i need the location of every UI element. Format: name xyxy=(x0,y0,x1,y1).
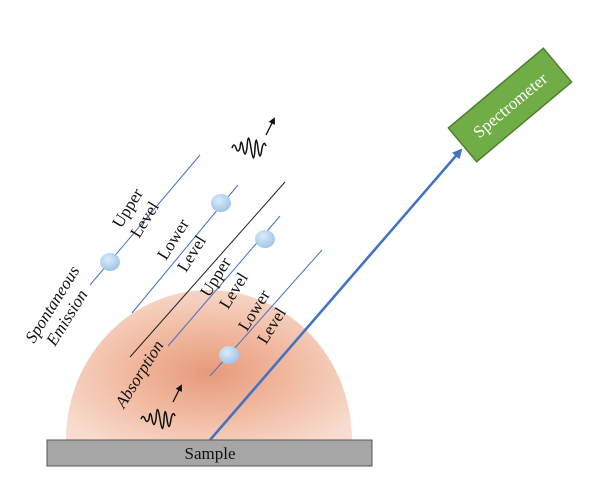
absorbed-photon-arrow-icon xyxy=(172,384,182,403)
electron-dot xyxy=(255,230,275,248)
sample-label: Sample xyxy=(185,444,236,463)
sample-bar xyxy=(46,439,373,467)
absorbed-photon-wave-icon xyxy=(140,408,176,430)
spectrometer-box: Spectrometer xyxy=(447,47,573,163)
divider-line xyxy=(129,181,286,358)
electron-dot xyxy=(219,346,239,364)
electron-dot xyxy=(100,253,120,271)
emitted-photon-arrow-icon xyxy=(265,117,275,136)
electron-dot xyxy=(211,194,231,212)
emitted-photon-wave-icon xyxy=(231,137,267,159)
emission-arrow xyxy=(209,148,463,441)
plasma-plume xyxy=(66,290,352,440)
